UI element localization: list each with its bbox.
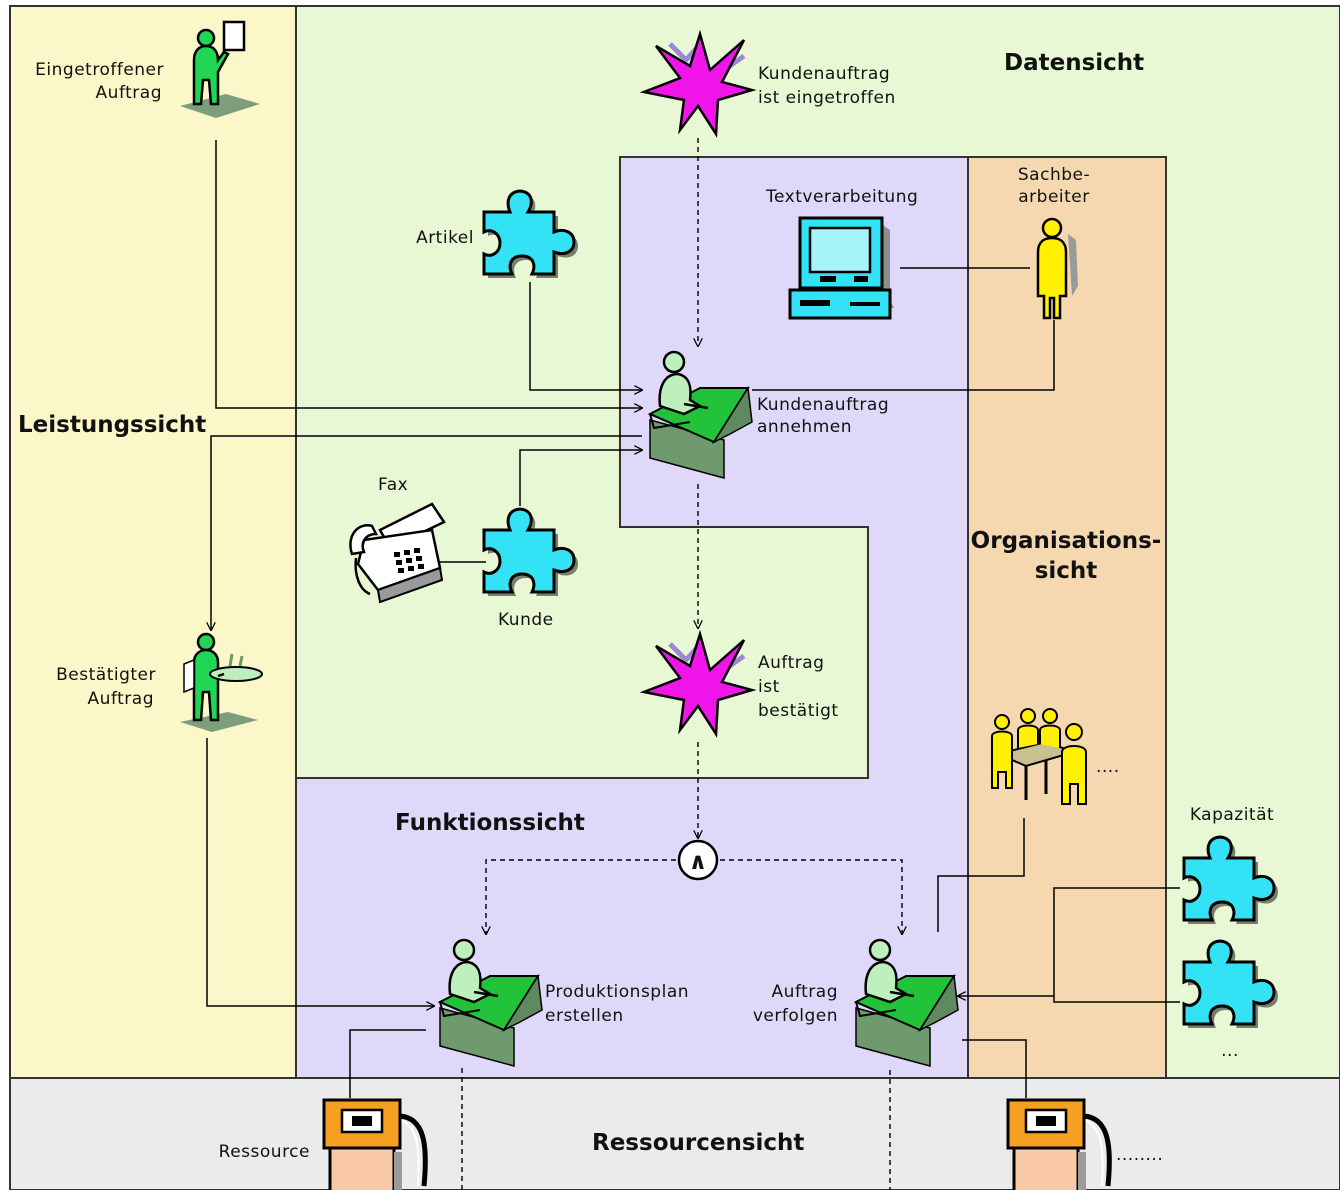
- and-symbol: ∧: [689, 849, 708, 875]
- label-textverarbeitung: Textverarbeitung: [765, 187, 918, 207]
- label-kunde: Kunde: [498, 610, 554, 630]
- computer-icon: [788, 216, 896, 320]
- label-event-bestaetigt: ist: [758, 677, 780, 697]
- label-bestaetigter: Bestätigter: [56, 665, 156, 685]
- label-auftrag-verfolgen: Auftrag: [772, 982, 838, 1002]
- organisationssicht-zone: [967, 156, 1167, 1079]
- ressourcensicht-title: Ressourcensicht: [592, 1130, 804, 1156]
- label-artikel: Artikel: [416, 228, 474, 248]
- label-produktionsplan: Produktionsplan: [545, 982, 689, 1002]
- and-connector: ∧: [677, 839, 719, 881]
- label-event-eingetroffen: Kundenauftrag: [758, 64, 890, 84]
- funktionssicht-title: Funktionssicht: [395, 810, 585, 836]
- label-eingetroffener: Eingetroffener: [35, 60, 164, 80]
- organisationssicht-title: Organisations-: [971, 528, 1162, 554]
- label-group-ellipsis: ....: [1096, 757, 1120, 777]
- label-produktionsplan: erstellen: [545, 1006, 624, 1026]
- label-kapazitaet-ellipsis: ...: [1221, 1041, 1239, 1061]
- datensicht-title: Datensicht: [1004, 50, 1144, 76]
- leistungssicht-zone: [9, 5, 297, 1079]
- label-event-bestaetigt: bestätigt: [758, 701, 839, 721]
- label-fax: Fax: [378, 475, 408, 495]
- label-kundenauftrag-annehmen: Kundenauftrag: [757, 395, 889, 415]
- label-ressource-ellipsis: ........: [1116, 1145, 1163, 1165]
- label-kapazitaet: Kapazität: [1190, 805, 1274, 825]
- organisationssicht-title: sicht: [1035, 558, 1098, 584]
- label-kundenauftrag-annehmen: annehmen: [757, 417, 852, 437]
- label-auftrag-verfolgen: verfolgen: [753, 1006, 838, 1026]
- leistungssicht-title: Leistungssicht: [18, 412, 206, 438]
- label-eingetroffener: Auftrag: [96, 83, 162, 103]
- label-event-eingetroffen: ist eingetroffen: [758, 88, 896, 108]
- label-ressource: Ressource: [219, 1142, 310, 1162]
- label-sachbearbeiter: Sachbe-: [1018, 165, 1090, 185]
- label-event-bestaetigt: Auftrag: [758, 653, 824, 673]
- connector-lines: [206, 140, 1180, 1098]
- labels: Eingetroffener Auftrag Bestätigter Auftr…: [35, 60, 1274, 1165]
- label-sachbearbeiter: arbeiter: [1018, 187, 1090, 207]
- ressourcensicht-zone: [9, 1077, 1340, 1190]
- control-flow: [461, 138, 902, 1190]
- label-bestaetigter: Auftrag: [88, 689, 154, 709]
